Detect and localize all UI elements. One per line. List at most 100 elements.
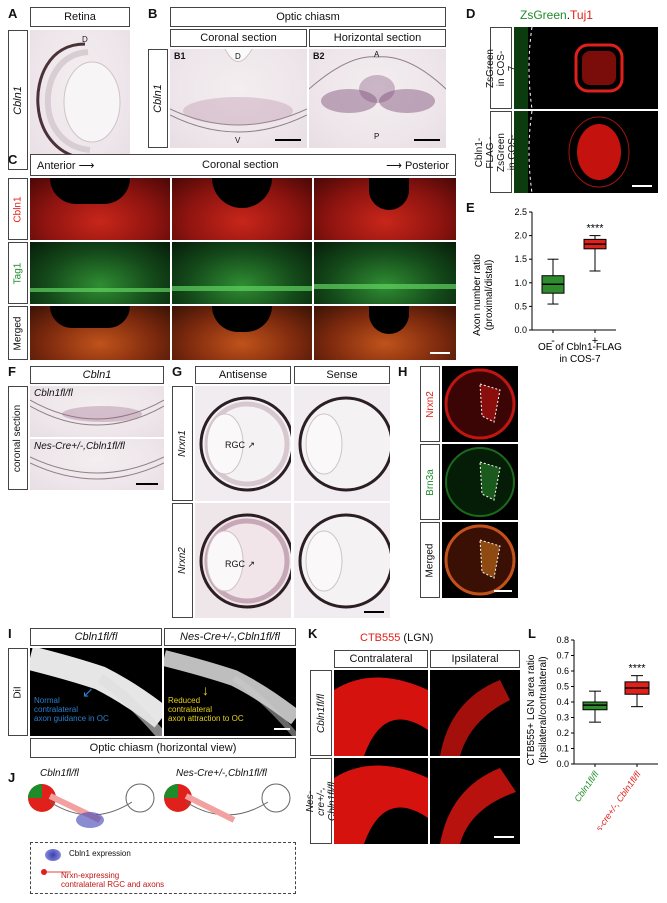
panel-d-zsgreen-image xyxy=(514,27,658,109)
l-ylabel-2: (Ipsilateral/contralateral) xyxy=(538,656,549,763)
panel-b-header: Optic chiasm xyxy=(170,7,446,27)
significance-stars: **** xyxy=(586,223,604,235)
retina-dorsal-mark: D xyxy=(82,35,88,44)
panel-g-row1-label: Nrxn1 xyxy=(172,386,193,501)
panel-i-col1: Cbln1fl/fl xyxy=(30,628,162,646)
k-control-ipsi-image xyxy=(430,670,520,756)
panel-letter-f: F xyxy=(8,364,16,379)
panel-k-col2: Ipsilateral xyxy=(430,650,520,668)
panel-letter-h: H xyxy=(398,364,408,379)
c-image-tag1-middle xyxy=(172,242,312,304)
panel-c-row-label-2: Tag1 xyxy=(8,242,28,304)
panel-g-col1: Antisense xyxy=(195,366,291,384)
y-tick-label: 0.5 xyxy=(514,301,527,311)
panel-letter-g: G xyxy=(172,364,183,379)
y-tick-label: 1.0 xyxy=(514,278,527,288)
panel-a-side-label: Cbln1 xyxy=(8,30,28,170)
cbln1-expression-icon xyxy=(45,849,61,861)
box-1 xyxy=(582,701,608,711)
c-title: Coronal section xyxy=(202,159,279,171)
g-rgc-label-2: RGC ↗ xyxy=(225,559,256,569)
y-tick-label: 0.7 xyxy=(556,651,569,661)
panel-g-row2-label: Nrxn2 xyxy=(172,503,193,618)
i-arrow-blue-icon: ↙ xyxy=(82,684,94,700)
panel-a-header: Retina xyxy=(30,7,130,27)
x-category-label: + xyxy=(592,335,598,347)
c-image-tag1-posterior xyxy=(314,242,456,304)
y-tick-label: 0.1 xyxy=(556,744,569,754)
h-brn3a-image xyxy=(442,444,518,520)
j-title-1: Cbln1fl/fl xyxy=(40,768,79,779)
panel-h-row-label-2: Brn3a xyxy=(420,444,440,520)
e-ylabel-2: (proximal/distal) xyxy=(484,260,495,331)
b1-d-mark: D xyxy=(235,52,241,61)
panel-k-title: CTB555 (LGN) xyxy=(360,632,434,644)
panel-letter-k: K xyxy=(308,626,318,641)
panel-b2-title: Horizontal section xyxy=(309,29,446,47)
f-bottom-label: Nes-Cre+/-,Cbln1fl/fl xyxy=(34,441,125,452)
panel-f-control-image: Cbln1fl/fl xyxy=(30,386,164,437)
panel-letter-i: I xyxy=(8,626,12,641)
c-image-merged-anterior xyxy=(30,306,170,360)
panel-e-boxplot: Axon number ratio (proximal/distal) OE o… xyxy=(472,207,622,365)
panel-f-header: Cbln1 xyxy=(30,366,164,384)
significance-stars: **** xyxy=(628,663,646,675)
panel-i-side-label: DiI xyxy=(8,648,28,736)
panel-g-col2: Sense xyxy=(294,366,390,384)
scale-bar xyxy=(274,728,290,730)
panel-letter-e: E xyxy=(466,200,475,215)
panel-b1-image: B1 D V xyxy=(170,49,307,148)
b2-tag: B2 xyxy=(313,51,325,61)
y-tick-label: 0.0 xyxy=(514,325,527,335)
e-xlabel-1: OE of Cbln1-FLAG xyxy=(538,342,622,353)
panel-letter-l: L xyxy=(528,626,536,641)
g-rgc-label-1: RGC ↗ xyxy=(225,440,256,450)
j-schematic xyxy=(28,783,291,828)
panel-c-header: Anterior ⟶ Coronal section ⟶ Posterior xyxy=(30,154,456,176)
y-tick-label: 0.3 xyxy=(556,713,569,723)
y-tick-label: 0.4 xyxy=(556,697,569,707)
c-image-merged-middle xyxy=(172,306,312,360)
i-arrow-yellow-icon: ↓ xyxy=(202,682,209,698)
y-tick-label: 0.5 xyxy=(556,682,569,692)
panel-b-side-label: Cbln1 xyxy=(148,49,168,148)
rgc-dot-icon xyxy=(41,869,47,875)
scale-bar xyxy=(494,836,514,838)
h-nrxn2-image xyxy=(442,366,518,442)
axon-line-icon xyxy=(47,871,71,873)
scale-bar xyxy=(632,185,652,187)
panel-d-cbln1-image xyxy=(514,111,658,193)
f-top-label: Cbln1fl/fl xyxy=(34,388,73,399)
panel-i-footer: Optic chiasm (horizontal view) xyxy=(30,738,296,758)
k-cko-ipsi-image xyxy=(430,758,520,844)
y-tick-label: 2.0 xyxy=(514,231,527,241)
panel-f-cko-image: Nes-Cre+/-,Cbln1fl/fl xyxy=(30,439,164,490)
panel-c-row-label-1: Cbln1 xyxy=(8,178,28,240)
c-image-merged-posterior xyxy=(314,306,456,360)
e-xlabel-2: in COS-7 xyxy=(559,354,601,365)
b1-tag: B1 xyxy=(174,51,186,61)
panel-letter-b: B xyxy=(148,6,158,21)
scale-bar xyxy=(494,590,512,592)
panel-letter-d: D xyxy=(466,6,476,21)
panel-c-row-label-3: Merged xyxy=(8,306,28,360)
panel-f-side-label: coronal section xyxy=(8,386,28,490)
panel-letter-j: J xyxy=(8,770,16,785)
scale-bar xyxy=(430,352,450,354)
panel-k-col1: Contralateral xyxy=(334,650,428,668)
y-tick-label: 0.2 xyxy=(556,728,569,738)
c-image-cbln1-posterior xyxy=(314,178,456,240)
panel-k-row1-label: Cbln1fl/fl xyxy=(310,670,332,756)
c-image-cbln1-middle xyxy=(172,178,312,240)
panel-l-boxplot: CTB555+ LGN area ratio (Ipsilateral/cont… xyxy=(526,635,658,830)
x-category-label: - xyxy=(551,335,555,347)
panel-k-row2-label: Nes-cre+/-, Cbln1fl/fl xyxy=(305,758,338,844)
panel-letter-c: C xyxy=(8,152,18,167)
panel-d-row1-label: ZsGreen in COS-7 xyxy=(485,27,518,109)
scale-bar xyxy=(414,139,440,141)
panel-i-col2: Nes-Cre+/-,Cbln1fl/fl xyxy=(164,628,296,646)
